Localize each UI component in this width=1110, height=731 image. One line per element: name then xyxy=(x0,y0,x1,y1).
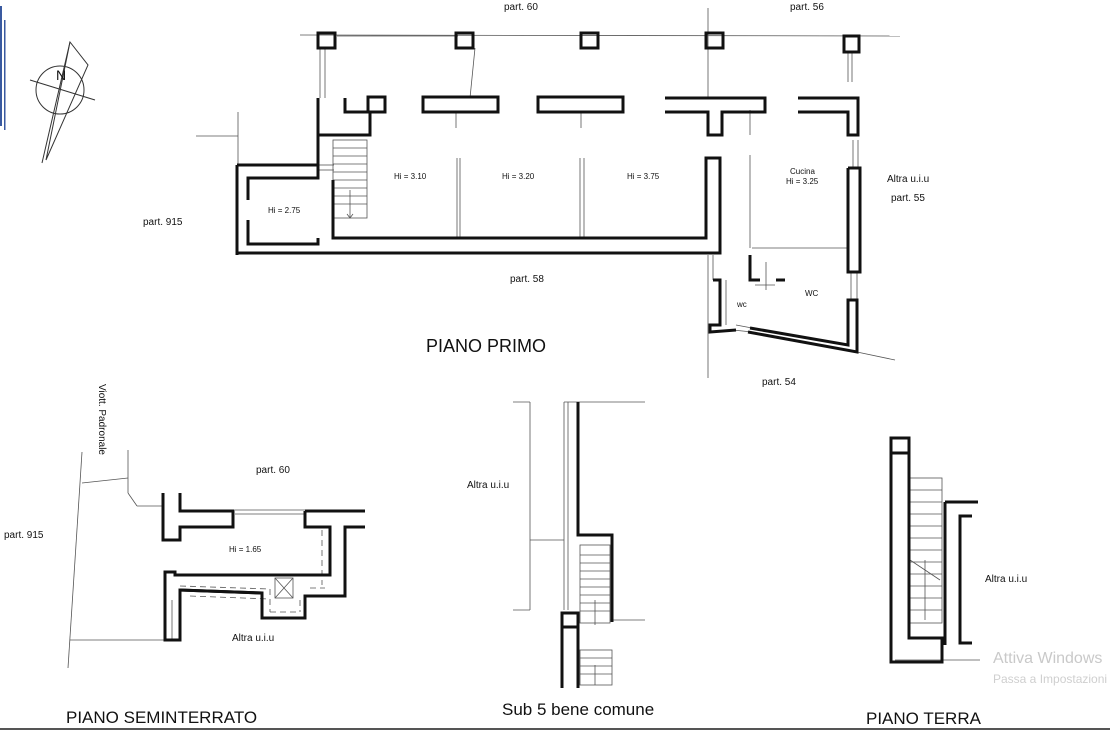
parcel-60-top: part. 60 xyxy=(504,2,538,13)
piano-primo-plan: Hi = 2.75 Hi = 3.10 Hi = 3.20 Hi = 3.75 … xyxy=(143,2,929,388)
plan-title-piano-primo: PIANO PRIMO xyxy=(426,336,546,356)
altra-uiu-primo: Altra u.i.u xyxy=(887,174,929,185)
north-arrow-icon: N xyxy=(29,40,96,164)
room-wc-1: wc xyxy=(736,300,747,309)
watermark-line-2: Passa a Impostazioni xyxy=(993,672,1107,686)
room-height-275: Hi = 2.75 xyxy=(268,206,301,215)
altra-uiu-seminterrato: Altra u.i.u xyxy=(232,633,274,644)
windows-activation-watermark: Attiva Windows Passa a Impostazioni xyxy=(993,650,1107,686)
plan-title-sub5: Sub 5 bene comune xyxy=(502,700,654,719)
altra-uiu-terra: Altra u.i.u xyxy=(985,574,1027,585)
parcel-55: part. 55 xyxy=(891,193,925,204)
room-wc-2: WC xyxy=(805,289,819,298)
north-letter: N xyxy=(56,67,66,83)
room-height-320: Hi = 3.20 xyxy=(502,172,535,181)
plan-title-piano-terra: PIANO TERRA xyxy=(866,709,982,728)
parcel-56: part. 56 xyxy=(790,2,824,13)
stamp-fragment xyxy=(0,6,6,130)
parcel-60-basement: part. 60 xyxy=(256,465,290,476)
altra-uiu-sub5: Altra u.i.u xyxy=(467,480,509,491)
parcel-58: part. 58 xyxy=(510,274,544,285)
piano-terra-plan: Altra u.i.u PIANO TERRA xyxy=(866,436,1027,728)
viott-padronale-label: Viott. Padronale xyxy=(96,384,107,455)
room-height-310: Hi = 3.10 xyxy=(394,172,427,181)
room-height-325: Hi = 3.25 xyxy=(786,177,819,186)
parcel-54: part. 54 xyxy=(762,377,796,388)
room-height-375: Hi = 3.75 xyxy=(627,172,660,181)
sub5-plan: Altra u.i.u Sub 5 bene comune xyxy=(467,401,654,719)
piano-seminterrato-plan: Viott. Padronale part. 60 part. 915 Hi =… xyxy=(4,384,365,727)
plan-title-piano-seminterrato: PIANO SEMINTERRATO xyxy=(66,708,257,727)
parcel-915-basement: part. 915 xyxy=(4,530,44,541)
room-height-165: Hi = 1.65 xyxy=(229,545,262,554)
room-cucina-label: Cucina xyxy=(790,167,815,176)
parcel-915-top: part. 915 xyxy=(143,217,183,228)
watermark-line-1: Attiva Windows xyxy=(993,650,1102,667)
